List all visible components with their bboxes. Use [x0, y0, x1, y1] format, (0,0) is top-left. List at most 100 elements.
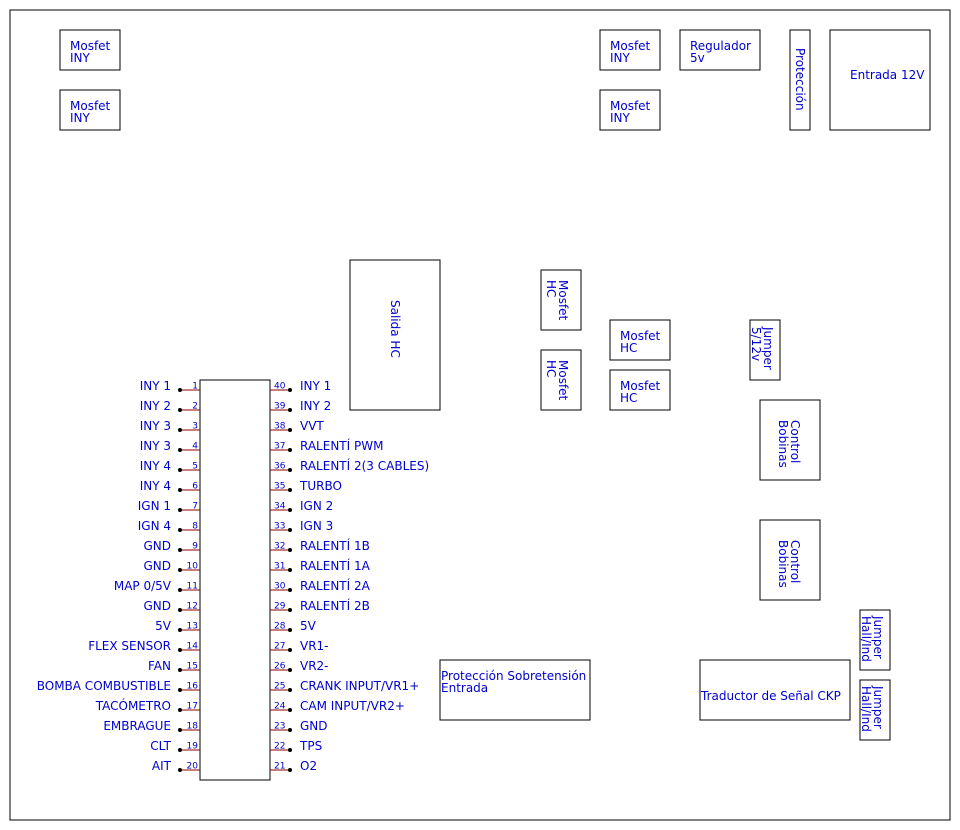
- pin-dot: [288, 548, 292, 552]
- svg-text:HC: HC: [544, 360, 558, 377]
- pin-label: GND: [143, 599, 171, 613]
- pin-label: O2: [300, 759, 317, 773]
- mosfet-hc-vertical-1: Mosfet HC: [540, 269, 582, 331]
- regulador-5v: Regulador 5v: [679, 29, 761, 71]
- pin-dot: [178, 408, 182, 412]
- pin-label: TPS: [299, 739, 322, 753]
- pin-label: IGN 4: [138, 519, 171, 533]
- control-bobinas-1: Control Bobinas: [759, 399, 821, 481]
- pin-label: GND: [300, 719, 328, 733]
- pin-label: IGN 2: [300, 499, 333, 513]
- pin-number: 8: [192, 522, 198, 532]
- pin-dot: [288, 668, 292, 672]
- pin-dot: [178, 768, 182, 772]
- pin-dot: [288, 688, 292, 692]
- pin-number: 23: [274, 722, 285, 732]
- pin-dot: [178, 728, 182, 732]
- svg-text:Protección Sobretensión: Protección Sobretensión: [441, 669, 586, 683]
- pin-label: INY 1: [300, 379, 331, 393]
- pin-label: AIT: [152, 759, 172, 773]
- pin-label: INY 1: [140, 379, 171, 393]
- pin-number: 40: [274, 382, 286, 392]
- pin-label: INY 3: [140, 419, 171, 433]
- pin-dot: [288, 748, 292, 752]
- jumper-hall-ind-1: Jumper Hall/Ind: [859, 609, 891, 671]
- mosfet-hc-horizontal-1: Mosfet HC: [609, 319, 671, 361]
- pin-label: VR1-: [300, 639, 329, 653]
- pin-label: VVT: [300, 419, 324, 433]
- pin-number: 2: [192, 402, 198, 412]
- svg-text:Mosfet: Mosfet: [620, 329, 661, 343]
- svg-text:Control: Control: [788, 420, 802, 463]
- svg-text:Salida HC: Salida HC: [388, 300, 402, 358]
- svg-text:Hall/Ind: Hall/Ind: [859, 686, 873, 732]
- pin-dot: [178, 468, 182, 472]
- pin-label: EMBRAGUE: [103, 719, 171, 733]
- mosfet-iny-2: Mosfet INY: [59, 89, 121, 131]
- pin-label: IGN 1: [138, 499, 171, 513]
- pin-number: 12: [187, 602, 198, 612]
- pin-number: 29: [274, 602, 286, 612]
- svg-text:Bobinas: Bobinas: [776, 420, 790, 468]
- svg-text:HC: HC: [544, 280, 558, 297]
- pin-dot: [288, 608, 292, 612]
- pin-number: 36: [274, 462, 286, 472]
- svg-text:Jumper: Jumper: [871, 615, 885, 659]
- jumper-hall-ind-2: Jumper Hall/Ind: [859, 679, 891, 741]
- control-bobinas-2: Control Bobinas: [759, 519, 821, 601]
- proteccion: Protección: [789, 29, 811, 131]
- pin-label: INY 4: [140, 479, 171, 493]
- svg-text:Mosfet: Mosfet: [610, 39, 651, 53]
- pin-label: VR2-: [300, 659, 329, 673]
- pin-label: RALENTÍ PWM: [300, 438, 383, 453]
- pin-dot: [178, 708, 182, 712]
- pin-dot: [178, 448, 182, 452]
- svg-text:Mosfet: Mosfet: [70, 99, 111, 113]
- svg-text:Mosfet: Mosfet: [556, 360, 570, 401]
- pin-label: GND: [143, 539, 171, 553]
- pin-label: INY 2: [140, 399, 171, 413]
- pin-number: 27: [274, 642, 285, 652]
- pin-label: RALENTÍ 1B: [300, 538, 370, 553]
- pin-dot: [178, 428, 182, 432]
- pin-number: 7: [192, 502, 198, 512]
- svg-text:INY: INY: [70, 111, 91, 125]
- pin-dot: [288, 508, 292, 512]
- svg-text:5/12v: 5/12v: [749, 327, 763, 361]
- pin-dot: [178, 628, 182, 632]
- pin-number: 1: [192, 382, 198, 392]
- pin-number: 28: [274, 622, 286, 632]
- svg-text:Jumper: Jumper: [871, 685, 885, 729]
- mosfet-iny-3: Mosfet INY: [599, 29, 661, 71]
- pin-number: 22: [274, 742, 285, 752]
- pin-label: FAN: [148, 659, 171, 673]
- pin-dot: [178, 528, 182, 532]
- pin-label: MAP 0/5V: [114, 579, 172, 593]
- pin-dot: [178, 608, 182, 612]
- pin-number: 6: [192, 482, 198, 492]
- board-outline: [9, 9, 951, 821]
- pin-dot: [178, 568, 182, 572]
- pin-dot: [288, 408, 292, 412]
- pin-dot: [288, 388, 292, 392]
- pin-label: INY 4: [140, 459, 171, 473]
- pin-dot: [288, 708, 292, 712]
- svg-text:HC: HC: [620, 391, 637, 405]
- svg-text:INY: INY: [610, 51, 631, 65]
- pin-dot: [288, 588, 292, 592]
